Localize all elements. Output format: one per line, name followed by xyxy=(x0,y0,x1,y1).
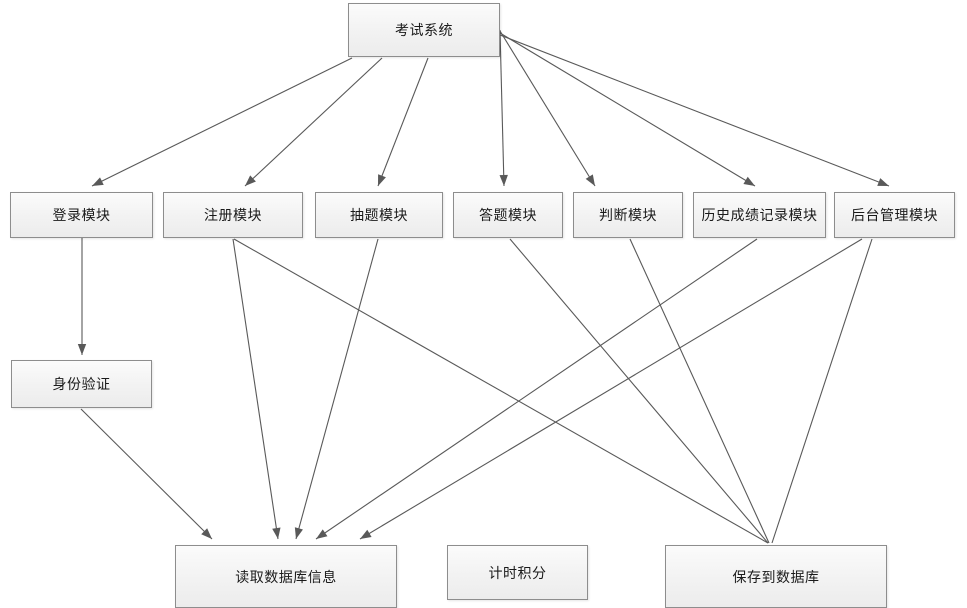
arrowhead xyxy=(245,175,256,186)
edge-root-to-admin xyxy=(499,34,890,187)
edge-admin-to-savedb xyxy=(771,238,873,544)
arrowhead xyxy=(585,174,595,186)
arrowhead xyxy=(378,174,386,186)
node-label-readdb: 读取数据库信息 xyxy=(235,569,337,586)
node-judge[interactable]: 判断模块 xyxy=(573,192,683,238)
edge-register-to-readdb xyxy=(232,238,281,540)
node-answer[interactable]: 答题模块 xyxy=(453,192,563,238)
node-history[interactable]: 历史成绩记录模块 xyxy=(693,192,826,238)
edge-root-to-pick xyxy=(377,57,429,187)
arrowhead xyxy=(499,174,508,186)
arrowhead xyxy=(743,176,755,186)
node-auth[interactable]: 身份验证 xyxy=(11,360,152,408)
edge-root-to-history xyxy=(499,32,756,187)
node-register[interactable]: 注册模块 xyxy=(163,192,303,238)
node-label-savedb: 保存到数据库 xyxy=(732,569,820,586)
arrowhead xyxy=(360,529,372,539)
edge-root-to-answer xyxy=(499,29,508,187)
edge-root-to-judge xyxy=(499,30,596,187)
node-readdb[interactable]: 读取数据库信息 xyxy=(175,545,397,608)
node-label-auth: 身份验证 xyxy=(52,377,111,393)
arrowhead xyxy=(272,527,281,539)
node-label-history: 历史成绩记录模块 xyxy=(701,208,818,224)
edge-root-to-login xyxy=(91,57,353,187)
arrowhead xyxy=(77,344,87,355)
node-root[interactable]: 考试系统 xyxy=(348,3,500,57)
node-timer[interactable]: 计时积分 xyxy=(447,545,588,600)
node-pick[interactable]: 抽题模块 xyxy=(315,192,443,238)
node-savedb[interactable]: 保存到数据库 xyxy=(665,545,887,608)
node-label-admin: 后台管理模块 xyxy=(851,208,938,224)
edge-login-to-auth xyxy=(77,238,87,355)
edge-admin-to-readdb xyxy=(359,238,863,540)
node-login[interactable]: 登录模块 xyxy=(10,192,153,238)
node-label-timer: 计时积分 xyxy=(488,565,547,582)
node-label-judge: 判断模块 xyxy=(599,208,657,224)
node-label-register: 注册模块 xyxy=(204,208,262,224)
node-label-login: 登录模块 xyxy=(52,208,111,224)
edge-auth-to-readdb xyxy=(80,408,213,540)
edge-answer-to-savedb xyxy=(509,238,769,544)
edge-pick-to-readdb xyxy=(294,238,379,540)
node-admin[interactable]: 后台管理模块 xyxy=(834,192,955,238)
arrowhead xyxy=(201,528,212,539)
edge-history-to-readdb xyxy=(315,238,758,540)
arrowhead xyxy=(92,177,104,186)
arrowhead xyxy=(294,527,303,539)
arrowhead xyxy=(316,529,328,539)
node-label-answer: 答题模块 xyxy=(479,208,537,224)
edge-root-to-register xyxy=(244,57,383,187)
edge-judge-to-savedb xyxy=(629,238,770,544)
node-label-pick: 抽题模块 xyxy=(350,208,408,224)
edge-register-to-savedb xyxy=(233,238,769,544)
node-label-root: 考试系统 xyxy=(395,23,453,39)
arrowhead xyxy=(877,178,889,186)
